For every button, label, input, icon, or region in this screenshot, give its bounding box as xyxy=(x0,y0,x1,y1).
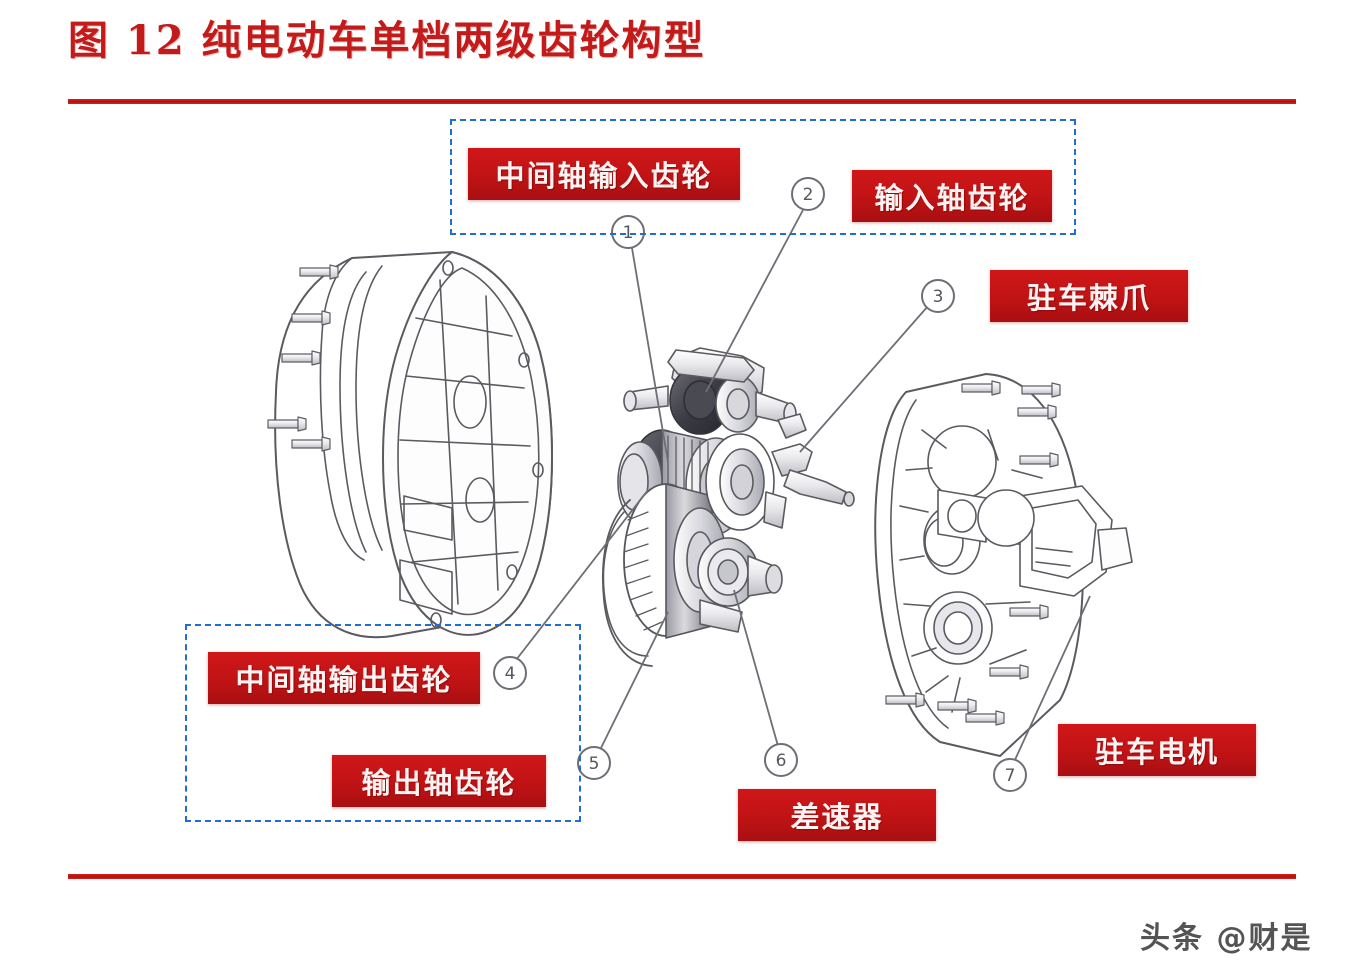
callout-number-2: 2 xyxy=(803,185,814,205)
callout-number-4: 4 xyxy=(505,664,516,684)
callout-marker-5: 5 xyxy=(577,746,611,780)
callout-marker-6: 6 xyxy=(764,743,798,777)
group-box-output-gears xyxy=(185,624,581,822)
label-differential: 差速器 xyxy=(738,789,936,841)
callout-number-6: 6 xyxy=(776,751,787,771)
callout-marker-7: 7 xyxy=(993,758,1027,792)
label-countershaft-input-gear: 中间轴输入齿轮 xyxy=(468,148,740,200)
differential-assembly xyxy=(697,537,783,633)
gear-train-assembly xyxy=(601,347,855,667)
output-shaft-gear xyxy=(705,433,775,531)
header-rule xyxy=(68,99,1296,104)
leader-line-2 xyxy=(705,209,804,393)
label-input-shaft-gear: 输入轴齿轮 xyxy=(852,170,1052,222)
label-parking-motor: 驻车电机 xyxy=(1058,724,1256,776)
label-output-shaft-gear: 输出轴齿轮 xyxy=(332,755,546,807)
page-title: 图 12 纯电动车单档两级齿轮构型 xyxy=(68,17,706,64)
leader-line-6 xyxy=(733,589,779,747)
leader-line-3 xyxy=(799,305,929,453)
watermark: 头条 @财是 xyxy=(1140,921,1313,956)
callout-number-7: 7 xyxy=(1005,766,1016,786)
gearbox-housing xyxy=(274,251,553,639)
callout-marker-4: 4 xyxy=(493,656,527,690)
leader-line-1 xyxy=(631,247,669,463)
leader-line-4 xyxy=(515,489,649,661)
parking-pawl xyxy=(763,413,855,529)
callout-number-3: 3 xyxy=(933,287,944,307)
callout-marker-2: 2 xyxy=(791,177,825,211)
label-countershaft-output-gear: 中间轴输出齿轮 xyxy=(208,652,480,704)
label-parking-pawl: 驻车棘爪 xyxy=(990,270,1188,322)
group-box-input-gears xyxy=(450,119,1076,235)
input-shaft-gear xyxy=(623,347,797,435)
leader-line-7 xyxy=(1013,595,1091,763)
footer-rule xyxy=(68,874,1296,879)
end-cover-plate xyxy=(874,373,1133,757)
callout-number-5: 5 xyxy=(589,754,600,774)
leader-line-5 xyxy=(599,611,669,751)
callout-marker-3: 3 xyxy=(921,279,955,313)
